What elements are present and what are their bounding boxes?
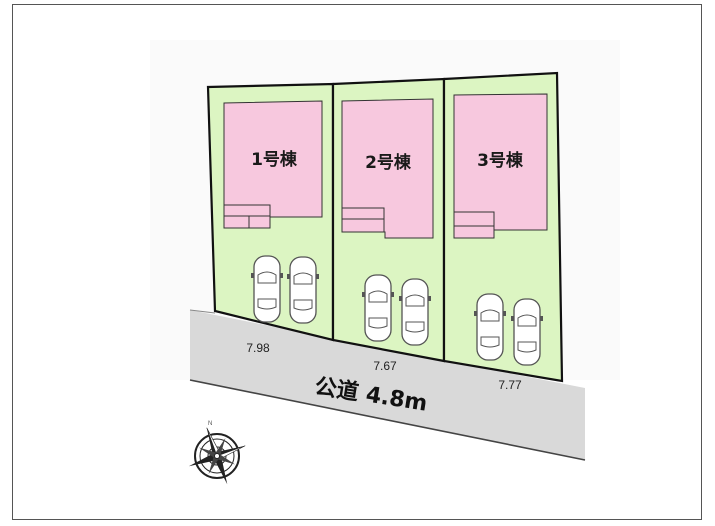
lot-2-frontage: 7.67 — [373, 359, 397, 373]
road-edge-bottom — [189, 379, 586, 461]
parking-cars — [251, 255, 543, 366]
parked-car — [474, 293, 506, 361]
parked-car — [287, 256, 319, 324]
lot-3-porch — [453, 225, 495, 239]
lot-2-label: 2号棟 — [365, 152, 412, 173]
lot-1-label: 1号棟 — [251, 149, 298, 170]
lot-1-porch — [223, 215, 250, 229]
parked-car — [362, 274, 394, 342]
parked-car — [251, 255, 283, 323]
lot-1-frontage: 7.98 — [246, 341, 270, 355]
lot-3-frontage: 7.77 — [498, 378, 522, 392]
parked-car — [399, 278, 431, 346]
lot-3-label: 3号棟 — [477, 150, 524, 171]
public-road — [190, 310, 585, 460]
parked-car — [511, 298, 543, 366]
compass-north-mark: N — [208, 421, 212, 427]
lot-2-porch — [341, 218, 385, 233]
road-edge-top — [189, 309, 216, 314]
compass-rose-icon: N — [188, 421, 246, 485]
